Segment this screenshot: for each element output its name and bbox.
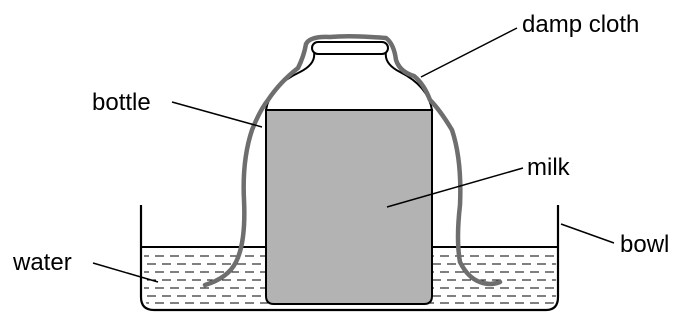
label-water: water (12, 249, 72, 276)
water-leader (92, 262, 159, 283)
damp-cloth-leader (420, 27, 518, 78)
damp-cloth (202, 33, 503, 288)
label-bowl: bowl (620, 231, 669, 258)
milk-leader (386, 167, 524, 208)
label-milk: milk (527, 154, 571, 181)
bottle-lip (311, 41, 389, 55)
bowl-leader (560, 223, 615, 244)
bottle-leader (171, 101, 263, 128)
bowl (139, 205, 560, 312)
label-bottle: bottle (92, 89, 151, 116)
label-damp-cloth: damp cloth (522, 11, 639, 38)
milk (265, 109, 433, 305)
bottle (264, 51, 434, 111)
